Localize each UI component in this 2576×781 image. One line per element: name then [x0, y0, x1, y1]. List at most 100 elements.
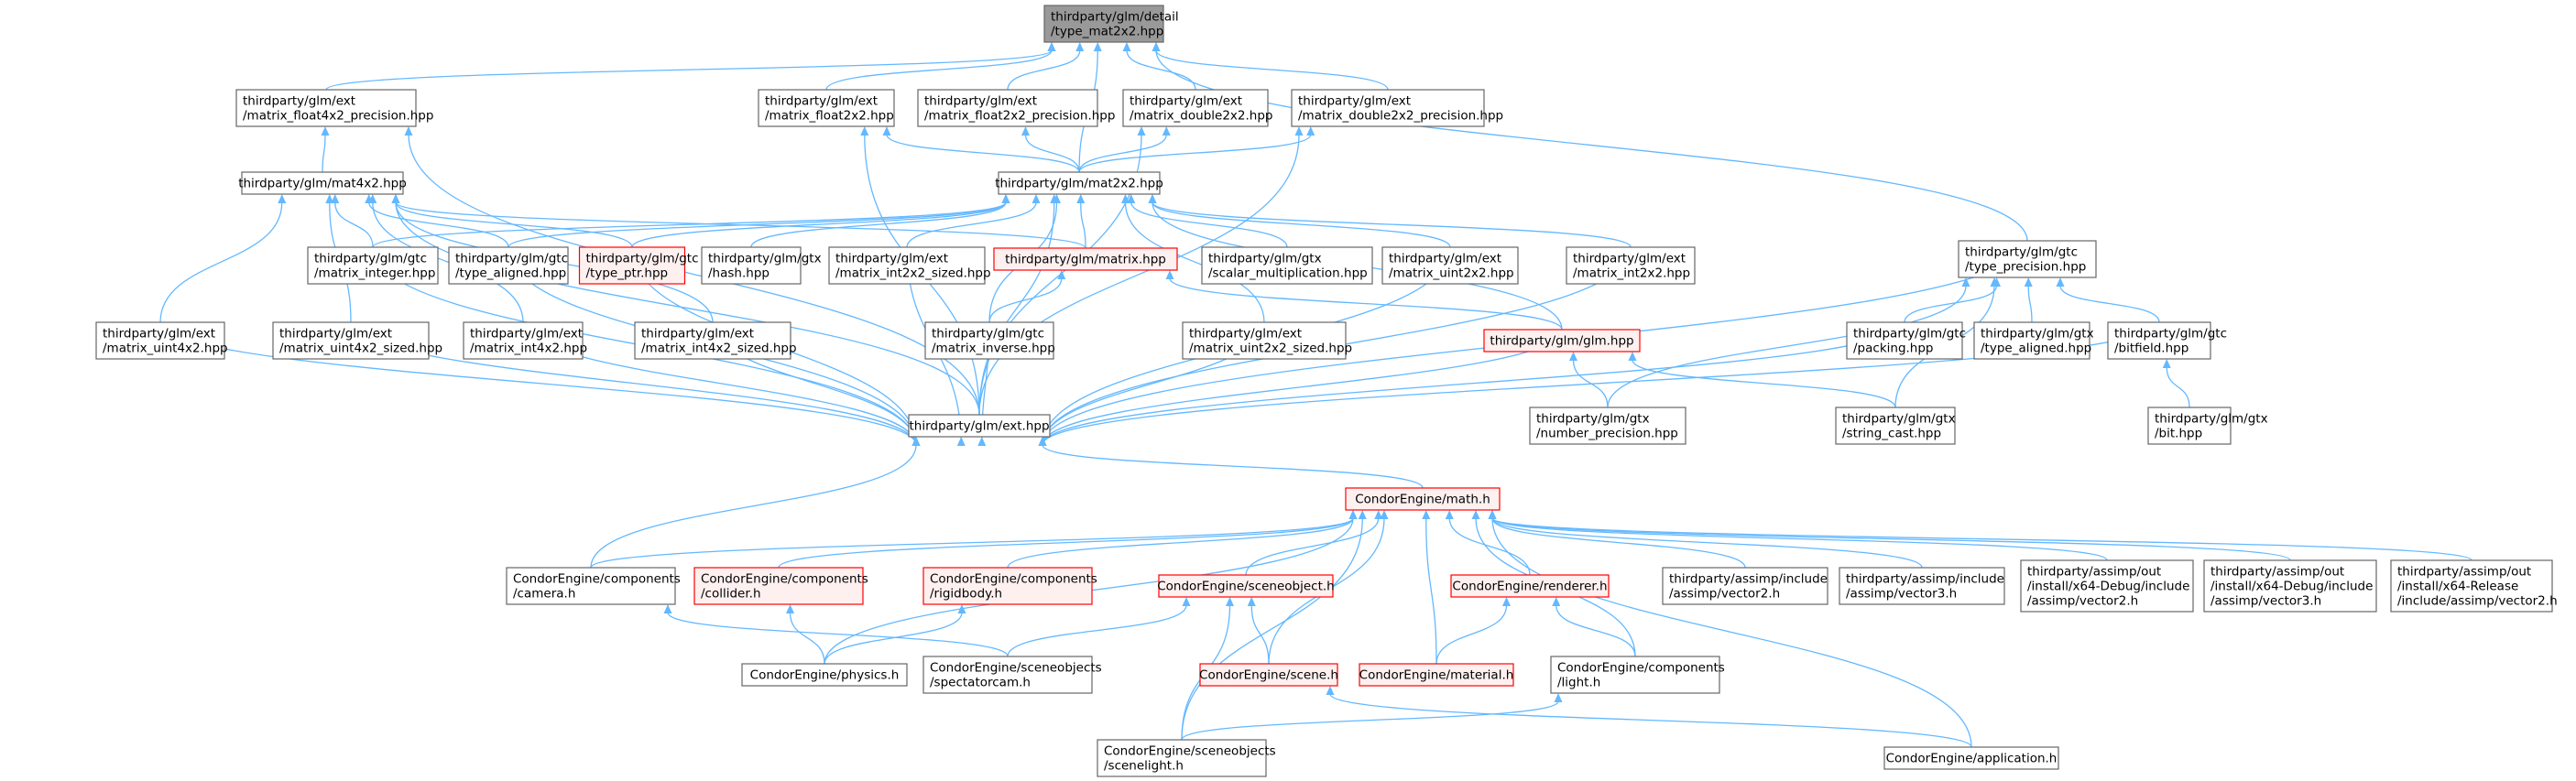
arrow-head — [1093, 42, 1102, 51]
file-node-matrix-int2x2[interactable]: thirdparty/glm/ext/matrix_int2x2.hpp — [1566, 246, 1696, 285]
file-node-gtc-packing[interactable]: thirdparty/glm/gtc/packing.hpp — [1846, 321, 1966, 360]
node-box — [1958, 240, 2097, 278]
arrow-head — [1502, 597, 1511, 606]
file-node-material-h[interactable]: CondorEngine/material.h — [1359, 663, 1514, 687]
file-node-scene-h[interactable]: CondorEngine/scene.h — [1199, 663, 1338, 687]
node-label-line: thirdparty/glm/ext — [641, 327, 754, 342]
node-box — [922, 567, 1093, 605]
file-node-glm-hpp[interactable]: thirdparty/glm/glm.hpp — [1483, 329, 1641, 353]
dependency-edge — [1152, 201, 1451, 248]
file-node-matrix-double2x2-precision[interactable]: thirdparty/glm/ext/matrix_double2x2_prec… — [1291, 89, 1503, 127]
node-box — [1835, 407, 1956, 445]
file-node-gtx-string-cast[interactable]: thirdparty/glm/gtx/string_cast.hpp — [1835, 407, 1956, 445]
node-label-line: thirdparty/glm/glm.hpp — [1490, 334, 1633, 349]
node-label-line: /type_mat2x2.hpp — [1051, 25, 1163, 39]
file-node-gtx-hash[interactable]: thirdparty/glm/gtx/hash.hpp — [701, 246, 822, 285]
file-node-gtx-scalar-multiplication[interactable]: thirdparty/glm/gtx/scalar_multiplication… — [1201, 246, 1373, 285]
file-node-matrix-uint2x2-sized[interactable]: thirdparty/glm/ext/matrix_uint2x2_sized.… — [1182, 321, 1352, 360]
file-node-sceneobject-h[interactable]: CondorEngine/sceneobject.h — [1157, 574, 1335, 598]
dependency-edge — [325, 49, 1053, 91]
node-box — [1199, 663, 1338, 687]
arrow-head — [1990, 277, 1999, 287]
file-node-gtx-type-aligned[interactable]: thirdparty/glm/gtx/type_aligned.hpp — [1973, 321, 2094, 360]
node-box — [2020, 559, 2194, 613]
node-label-line: /matrix_int2x2_sized.hpp — [835, 266, 991, 281]
dependency-edge — [825, 49, 1053, 91]
node-box — [1846, 321, 1963, 360]
node-label-line: /camera.h — [513, 587, 575, 602]
file-node-matrix-uint4x2-sized[interactable]: thirdparty/glm/ext/matrix_uint4x2_sized.… — [272, 321, 442, 360]
dependency-edge — [1024, 134, 1080, 173]
node-box — [1883, 746, 2059, 770]
file-node-assimp-debug-vector2[interactable]: thirdparty/assimp/out/install/x64-Debug/… — [2020, 559, 2194, 613]
file-node-gtc-type-ptr[interactable]: thirdparty/glm/gtc/type_ptr.hpp — [578, 246, 699, 285]
node-box — [1359, 663, 1514, 687]
dependency-edge — [1245, 517, 1380, 576]
arrow-head — [911, 437, 921, 446]
file-node-matrix-int4x2[interactable]: thirdparty/glm/ext/matrix_int4x2.hpp — [463, 321, 587, 360]
arrow-head — [1471, 510, 1480, 519]
file-node-matrix-float4x2-precision[interactable]: thirdparty/glm/ext/matrix_float4x2_preci… — [235, 89, 433, 127]
file-node-components-camera[interactable]: CondorEngine/components/camera.h — [506, 567, 681, 605]
node-label-line: /install/x64-Debug/include — [2027, 580, 2189, 594]
arrow-head — [1182, 597, 1191, 606]
node-label-line: thirdparty/glm/ext — [279, 327, 392, 342]
arrow-head — [1358, 510, 1367, 519]
file-node-components-collider[interactable]: CondorEngine/components/collider.h — [693, 567, 868, 605]
file-node-assimp-debug-vector3[interactable]: thirdparty/assimp/out/install/x64-Debug/… — [2203, 559, 2377, 613]
file-node-application-h[interactable]: CondorEngine/application.h — [1883, 746, 2059, 770]
file-node-mat2x2[interactable]: thirdparty/glm/mat2x2.hpp — [995, 171, 1163, 195]
node-box — [1381, 246, 1519, 285]
file-node-components-rigidbody[interactable]: CondorEngine/components/rigidbody.h — [922, 567, 1097, 605]
node-box — [1345, 487, 1501, 511]
file-node-gtx-bit[interactable]: thirdparty/glm/gtx/bit.hpp — [2147, 407, 2268, 445]
file-node-matrix-uint2x2[interactable]: thirdparty/glm/ext/matrix_uint2x2.hpp — [1381, 246, 1519, 285]
arrow-head — [1031, 194, 1041, 203]
file-node-physics-h[interactable]: CondorEngine/physics.h — [741, 663, 908, 687]
node-label-line: /scalar_multiplication.hpp — [1208, 266, 1368, 281]
file-node-matrix-float2x2[interactable]: thirdparty/glm/ext/matrix_float2x2.hpp — [758, 89, 895, 127]
file-node-gtx-number-precision[interactable]: thirdparty/glm/gtx/number_precision.hpp — [1529, 407, 1686, 445]
file-node-gtc-matrix-inverse[interactable]: thirdparty/glm/gtc/matrix_inverse.hpp — [924, 321, 1055, 360]
file-node-matrix-uint4x2[interactable]: thirdparty/glm/ext/matrix_uint4x2.hpp — [95, 321, 228, 360]
arrow-head — [2056, 277, 2065, 287]
node-label-line: thirdparty/glm/ext — [835, 252, 948, 266]
file-node-assimp-release-vector2[interactable]: thirdparty/assimp/out/install/x64-Releas… — [2390, 559, 2558, 613]
file-node-matrix-double2x2[interactable]: thirdparty/glm/ext/matrix_double2x2.hpp — [1122, 89, 1272, 127]
file-node-scenelight-h[interactable]: CondorEngine/sceneobjects/scenelight.h — [1097, 739, 1276, 777]
arrow-head — [1552, 597, 1561, 606]
dependency-edge — [590, 444, 917, 569]
dependency-edge — [1181, 517, 1363, 741]
file-node-gtc-type-precision[interactable]: thirdparty/glm/gtc/type_precision.hpp — [1958, 240, 2097, 278]
file-node-matrix-int4x2-sized[interactable]: thirdparty/glm/ext/matrix_int4x2_sized.h… — [634, 321, 797, 360]
node-label-line: CondorEngine/components — [1557, 661, 1725, 676]
file-node-mat4x2[interactable]: thirdparty/glm/mat4x2.hpp — [238, 171, 407, 195]
file-node-gtc-matrix-integer[interactable]: thirdparty/glm/gtc/matrix_integer.hpp — [307, 246, 439, 285]
file-node-matrix-float2x2-precision[interactable]: thirdparty/glm/ext/matrix_float2x2_preci… — [917, 89, 1115, 127]
node-label-line: /assimp/vector3.h — [2210, 594, 2321, 609]
arrow-head — [860, 126, 869, 136]
file-node-renderer-h[interactable]: CondorEngine/renderer.h — [1450, 574, 1610, 598]
node-box — [998, 171, 1161, 195]
file-node-math-h[interactable]: CondorEngine/math.h — [1345, 487, 1501, 511]
file-node-gtc-type-aligned[interactable]: thirdparty/glm/gtc/type_aligned.hpp — [448, 246, 569, 285]
file-node-assimp-include-vector3[interactable]: thirdparty/assimp/include/assimp/vector3… — [1839, 567, 2005, 605]
arrow-head — [786, 604, 794, 613]
file-node-ext-hpp[interactable]: thirdparty/glm/ext.hpp — [908, 414, 1051, 438]
file-node-type-mat2x2[interactable]: thirdparty/glm/detail/type_mat2x2.hpp — [1043, 5, 1179, 43]
arrow-head — [1137, 126, 1146, 136]
file-node-matrix-hpp[interactable]: thirdparty/glm/matrix.hpp — [993, 247, 1178, 271]
file-node-matrix-int2x2-sized[interactable]: thirdparty/glm/ext/matrix_int2x2_sized.h… — [828, 246, 991, 285]
arrow-head — [1445, 510, 1454, 519]
node-label-line: /assimp/vector3.h — [1846, 587, 1957, 602]
file-node-assimp-include-vector2[interactable]: thirdparty/assimp/include/assimp/vector2… — [1662, 567, 1828, 605]
file-node-gtc-bitfield[interactable]: thirdparty/glm/gtc/bitfield.hpp — [2107, 321, 2227, 360]
file-node-components-light[interactable]: CondorEngine/components/light.h — [1550, 656, 1725, 694]
file-node-spectatorcam-h[interactable]: CondorEngine/sceneobjects/spectatorcam.h — [922, 656, 1102, 694]
node-label-line: thirdparty/glm/gtc — [314, 252, 427, 266]
dependency-edge — [988, 277, 1063, 323]
dependency-edge — [2027, 285, 2033, 323]
node-label-line: /bit.hpp — [2155, 427, 2202, 441]
node-box — [1662, 567, 1828, 605]
node-label-line: /string_cast.hpp — [1842, 427, 1941, 441]
